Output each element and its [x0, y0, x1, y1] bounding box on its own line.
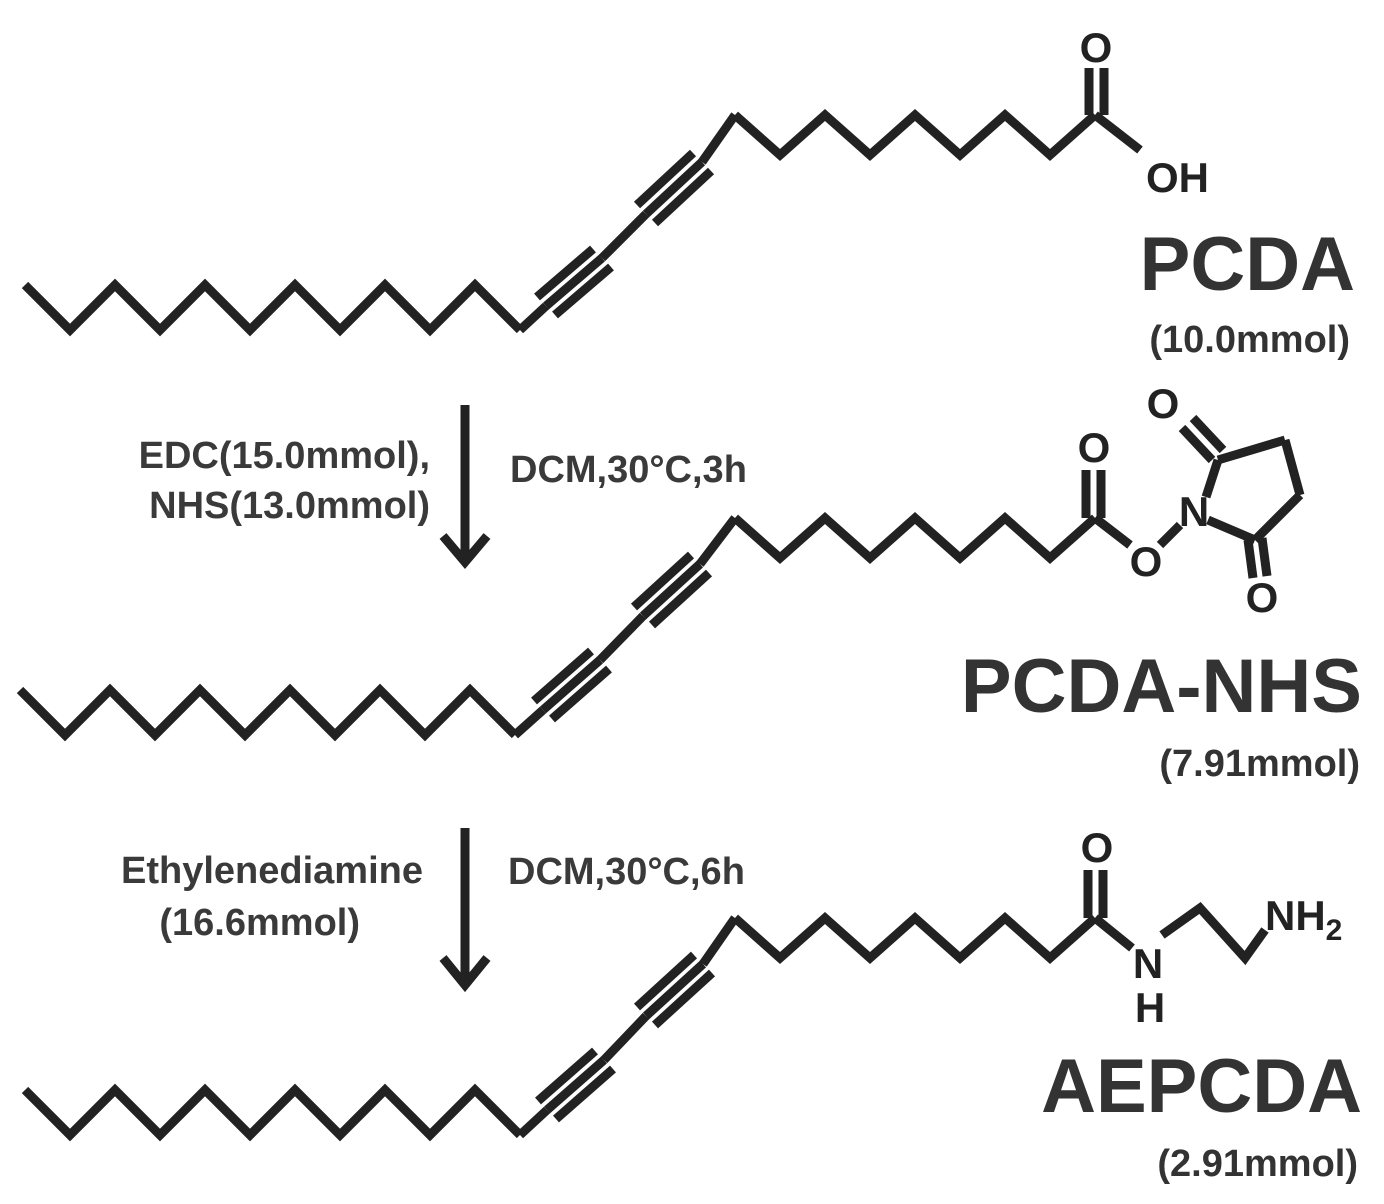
aepcda-amide-oxygen-label: O	[1081, 824, 1114, 871]
aepcda-methylene-chain	[732, 911, 1098, 965]
pcda-oxygen-label: O	[1080, 24, 1113, 71]
aepcda-diyne	[516, 915, 739, 1139]
step2-arrow	[439, 828, 491, 993]
pcda-nhs-name: PCDA-NHS	[961, 644, 1362, 729]
aepcda-amine-subscript: 2	[1326, 914, 1343, 947]
pcda-nhs-link-oxygen-label: O	[1130, 538, 1163, 585]
pcda-nhs-alkyl-tail	[16, 683, 519, 742]
pcda-hydroxyl-label: OH	[1146, 154, 1209, 201]
step1-conditions: DCM,30°C,3h	[510, 449, 747, 491]
aepcda-structure: O N H NH2	[21, 824, 1342, 1142]
aepcda-name: AEPCDA	[1041, 1044, 1362, 1129]
pcda-nhs-ring-oxygen-bottom-label: O	[1246, 574, 1279, 621]
step2-reagents-line1: Ethylenediamine	[121, 850, 423, 892]
pcda-nhs-nitrogen-label: N	[1179, 488, 1209, 535]
pcda-nhs-ring-oxygen-top-label: O	[1147, 380, 1180, 427]
aepcda-amine-label: NH2	[1265, 892, 1342, 947]
step2-conditions: DCM,30°C,6h	[508, 851, 745, 893]
pcda-amount: (10.0mmol)	[1149, 319, 1350, 361]
nhs-ring	[1201, 458, 1223, 499]
pcda-nhs-ester-oxygen-label: O	[1078, 424, 1111, 471]
aepcda-amide-nitrogen-label: N	[1133, 940, 1163, 987]
step1-reagents-line2: NHS(13.0mmol)	[149, 485, 430, 527]
aepcda-amide-hydrogen-label: H	[1135, 984, 1165, 1031]
pcda-name: PCDA	[1140, 222, 1355, 307]
step1-reagents-line1: EDC(15.0mmol),	[139, 435, 430, 477]
pcda-hydroxyl-bond	[1092, 111, 1143, 154]
step1-arrow	[439, 405, 491, 569]
pcda-nhs-diyne	[512, 515, 739, 739]
pcda-structure: O OH	[21, 24, 1209, 337]
pcda-nhs-amount: (7.91mmol)	[1159, 743, 1360, 785]
pcda-nhs-methylene-chain	[732, 511, 1098, 565]
step2-reagents-line2: (16.6mmol)	[159, 902, 360, 944]
aepcda-amount: (2.91mmol)	[1157, 1143, 1358, 1185]
aepcda-amine-nh: NH	[1265, 892, 1326, 939]
pcda-diyne	[516, 112, 739, 334]
aepcda-alkyl-tail	[21, 1083, 524, 1142]
pcda-nhs-structure: O O N O O	[16, 380, 1305, 742]
pcda-alkyl-tail	[21, 278, 524, 337]
pcda-methylene-chain	[732, 108, 1098, 162]
